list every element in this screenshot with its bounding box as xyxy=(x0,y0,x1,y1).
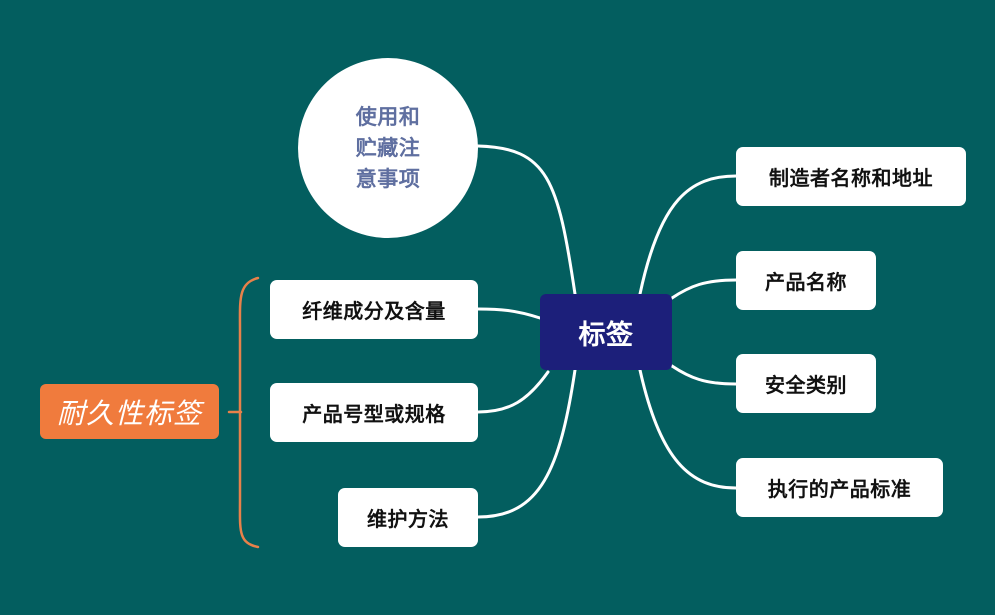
connector-safety xyxy=(670,364,738,386)
group-brace xyxy=(238,276,260,549)
branch-care-method-label: 维护方法 xyxy=(367,507,449,531)
connector-standard xyxy=(638,368,738,490)
branch-size-spec-label: 产品号型或规格 xyxy=(302,402,446,426)
durable-label-group[interactable]: 耐久性标签 xyxy=(40,384,219,439)
connector-care xyxy=(476,368,577,519)
storage-notes-label: 使用和 贮藏注 意事项 xyxy=(355,104,421,191)
branch-care-method[interactable]: 维护方法 xyxy=(338,488,478,547)
connector-size xyxy=(476,370,550,414)
branch-fiber-content-label: 纤维成分及含量 xyxy=(302,299,446,323)
branch-size-spec[interactable]: 产品号型或规格 xyxy=(270,383,478,442)
connector-manufacturer xyxy=(638,174,738,296)
connector-product-name xyxy=(670,278,738,300)
connector-fiber xyxy=(476,307,542,320)
branch-safety-category[interactable]: 安全类别 xyxy=(736,354,876,413)
branch-manufacturer[interactable]: 制造者名称和地址 xyxy=(736,147,966,206)
center-node-label: 标签 xyxy=(578,319,634,351)
storage-notes-node[interactable]: 使用和 贮藏注 意事项 xyxy=(298,58,478,238)
branch-product-standard[interactable]: 执行的产品标准 xyxy=(736,458,943,517)
branch-manufacturer-label: 制造者名称和地址 xyxy=(769,166,933,190)
center-node[interactable]: 标签 xyxy=(540,294,672,370)
branch-safety-category-label: 安全类别 xyxy=(765,373,847,397)
connector-note xyxy=(476,144,577,296)
durable-label-group-label: 耐久性标签 xyxy=(56,396,202,430)
branch-product-name-label: 产品名称 xyxy=(765,270,847,294)
branch-product-standard-label: 执行的产品标准 xyxy=(767,477,912,501)
branch-fiber-content[interactable]: 纤维成分及含量 xyxy=(270,280,478,339)
branch-product-name[interactable]: 产品名称 xyxy=(736,251,876,310)
